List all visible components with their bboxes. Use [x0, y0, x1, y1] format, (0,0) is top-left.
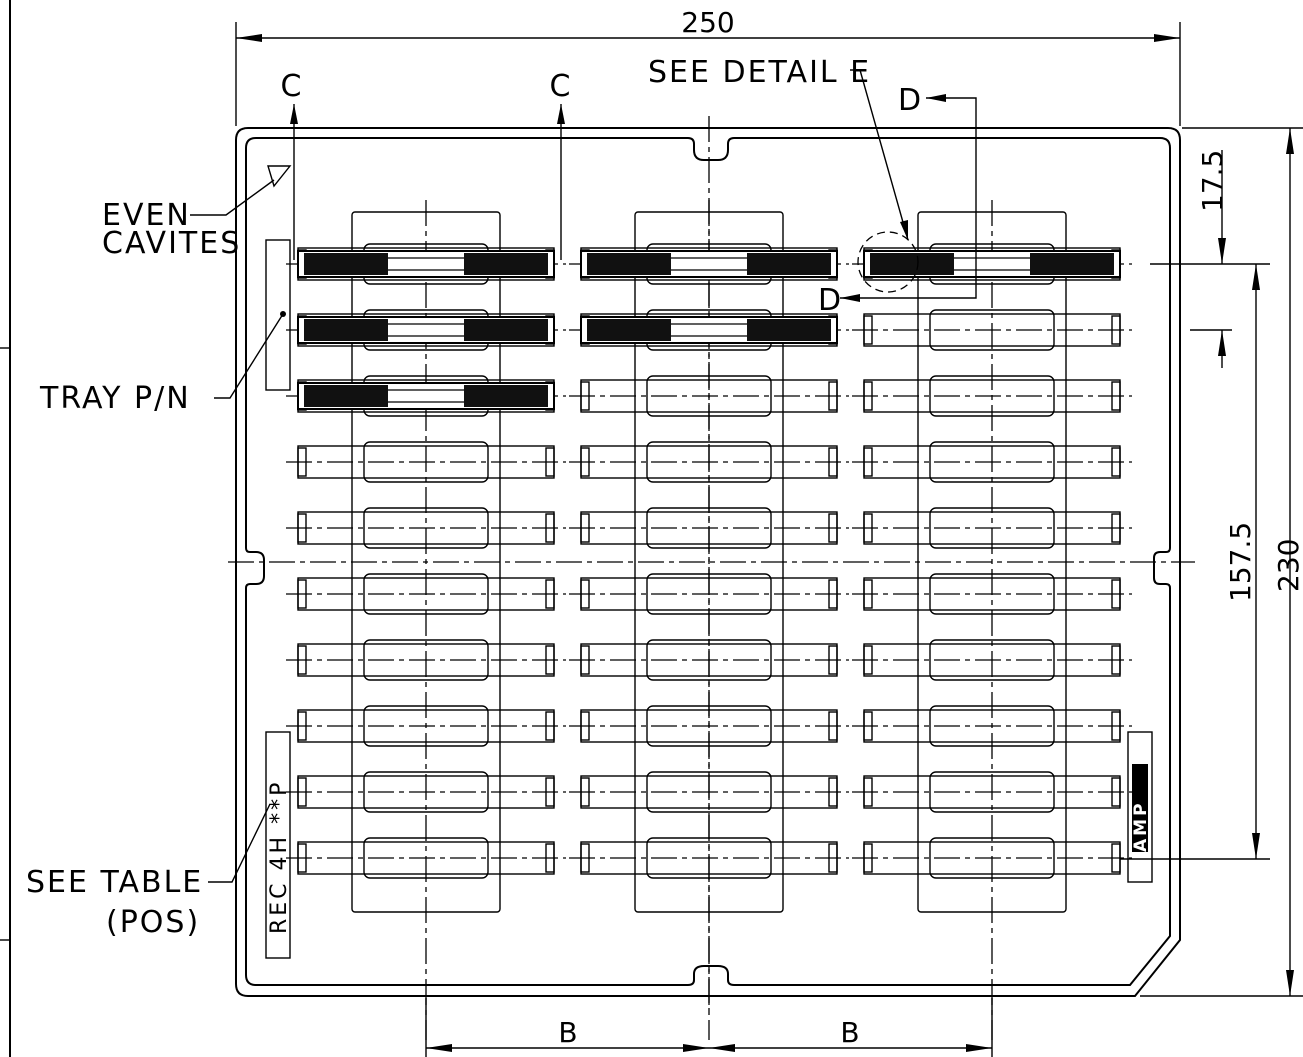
see-table-label: SEE TABLE	[26, 865, 203, 900]
arrowhead	[290, 104, 298, 124]
arrowhead	[1252, 264, 1260, 290]
arrowhead	[1218, 238, 1226, 264]
arrowhead	[966, 1044, 992, 1052]
section-d-line	[840, 97, 977, 299]
dim-17-5: 17.5	[1196, 150, 1229, 212]
arrowhead	[926, 94, 946, 102]
arrowhead	[840, 294, 860, 302]
connector-contacts	[304, 253, 388, 275]
connector-contacts	[304, 319, 388, 341]
cavity-window	[929, 771, 1055, 813]
arrowhead	[426, 1044, 452, 1052]
connector-contacts	[747, 319, 831, 341]
connector-contacts	[870, 253, 954, 275]
arrowhead	[236, 34, 262, 42]
tray-pn-label: TRAY P/N	[39, 381, 191, 416]
connector-contacts	[464, 385, 548, 407]
dim-230: 230	[1272, 539, 1303, 592]
amp-logo-text: AMP	[1131, 800, 1151, 852]
connector-contacts	[464, 319, 548, 341]
even-cavities-line2: CAVITES	[102, 226, 241, 261]
connector-contacts	[1030, 253, 1114, 275]
cavity-window	[363, 639, 489, 681]
see-detail-e-label: SEE DETAIL E	[648, 55, 871, 90]
connector-contacts	[747, 253, 831, 275]
amp-logo	[1132, 764, 1148, 852]
arrowhead	[1286, 128, 1294, 154]
arrowhead	[1286, 970, 1294, 996]
detail-e-circle	[857, 231, 919, 293]
loaded-connectors	[297, 250, 1121, 410]
arrowhead	[709, 1044, 735, 1052]
arrowhead	[900, 220, 908, 240]
connector-contacts	[464, 253, 548, 275]
cavity-window	[929, 309, 1055, 351]
even-cavities-line1: EVEN	[102, 198, 191, 233]
cavity-window	[929, 639, 1055, 681]
tray-outline	[235, 127, 1181, 997]
arrowhead	[557, 104, 565, 124]
even-cavities-leader	[190, 179, 275, 216]
detail-e-leader	[850, 69, 909, 241]
dim-b-right: B	[840, 1016, 859, 1049]
connector-contacts	[587, 253, 671, 275]
dim-b-left: B	[558, 1016, 577, 1049]
even-cavities-marker	[267, 165, 292, 188]
connector-contacts	[304, 385, 388, 407]
arrowhead	[1252, 833, 1260, 859]
connector-contacts	[587, 319, 671, 341]
see-table-pos-label: (POS)	[106, 905, 200, 940]
logo-box	[1127, 731, 1153, 883]
cavity-window	[363, 771, 489, 813]
arrowhead	[1154, 34, 1180, 42]
arrowhead	[683, 1044, 709, 1052]
part-number-label: REC 4H **P	[267, 780, 292, 934]
section-d-bottom-label: D	[818, 283, 843, 318]
section-d-top-label: D	[898, 83, 923, 118]
see-table-leader	[208, 803, 271, 883]
tray-pn-label-box	[265, 239, 291, 391]
arrowhead	[1218, 330, 1226, 356]
dim-157-5: 157.5	[1224, 522, 1257, 602]
part-number-label-box	[265, 731, 291, 959]
section-c-right-label: C	[550, 69, 573, 104]
section-c-left-label: C	[281, 69, 304, 104]
dim-250: 250	[681, 6, 734, 39]
tray-pn-leader	[214, 313, 284, 399]
